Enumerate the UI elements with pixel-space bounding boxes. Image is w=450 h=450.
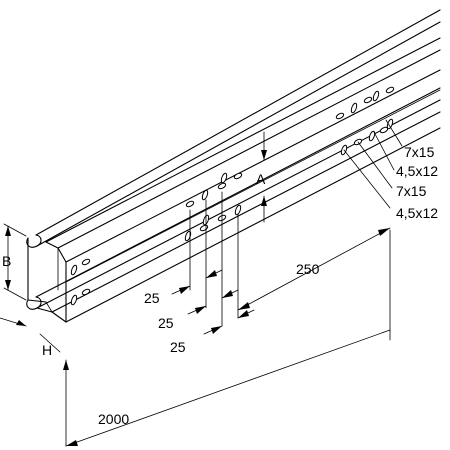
round-upper-label: 4,5x12 bbox=[396, 163, 438, 179]
slot-hole bbox=[220, 172, 228, 184]
slot-hole bbox=[201, 189, 209, 201]
perforation-holes bbox=[70, 86, 395, 306]
round-hole bbox=[81, 288, 91, 296]
dimension-a-label: A bbox=[256, 171, 266, 187]
round-hole bbox=[233, 172, 243, 180]
slot-hole bbox=[386, 118, 394, 130]
dimension-pitch-label: 250 bbox=[296, 261, 320, 277]
round-hole bbox=[185, 200, 195, 208]
dimension-length-label: 2000 bbox=[98, 411, 129, 427]
slot-hole bbox=[234, 204, 242, 216]
slot-hole bbox=[372, 90, 380, 102]
round-hole bbox=[385, 86, 395, 94]
slot-hole bbox=[70, 294, 78, 306]
slot-hole bbox=[184, 230, 192, 242]
dimension-length: 2000 bbox=[65, 229, 391, 447]
dimension-a: A bbox=[256, 131, 267, 223]
round-hole bbox=[199, 224, 209, 232]
round-hole bbox=[81, 258, 91, 266]
slot-hole bbox=[70, 264, 78, 276]
round-hole bbox=[217, 182, 227, 190]
dimension-spacings: 25 25 25 bbox=[144, 191, 255, 355]
round-lower-label: 4,5x12 bbox=[396, 205, 438, 221]
round-hole bbox=[363, 96, 373, 104]
slot-upper-label: 7x15 bbox=[404, 144, 435, 160]
slot-hole bbox=[368, 130, 376, 142]
slot-hole bbox=[350, 102, 358, 114]
hole-callouts: 7x15 4,5x12 7x15 4,5x12 bbox=[343, 119, 438, 221]
dimension-h-label: H bbox=[42, 342, 52, 358]
dimension-spacing-2-label: 25 bbox=[158, 315, 174, 331]
dimension-spacing-3-label: 25 bbox=[170, 339, 186, 355]
trunking-body bbox=[26, 9, 441, 323]
round-hole bbox=[335, 112, 345, 120]
dimension-pitch: 250 bbox=[237, 213, 391, 319]
dimension-spacing-1-label: 25 bbox=[144, 290, 160, 306]
slot-lower-label: 7x15 bbox=[396, 183, 427, 199]
dimension-b: B bbox=[2, 223, 27, 301]
dimension-h: H bbox=[0, 317, 69, 447]
dimension-b-label: B bbox=[2, 253, 11, 269]
